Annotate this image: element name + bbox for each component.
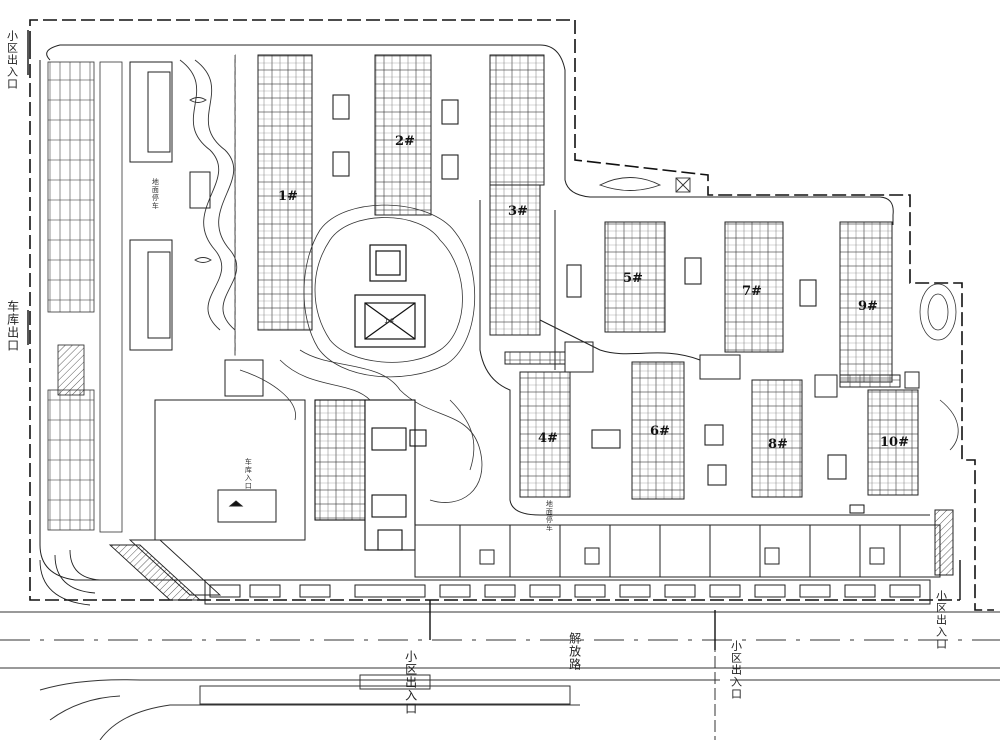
south-commercial-strip — [414, 509, 954, 578]
clubhouse — [314, 399, 427, 551]
west-park-pavilion — [189, 171, 211, 209]
entrance-label-south-east: 小区出入口 — [729, 640, 743, 700]
apartment-blocks-nw — [129, 61, 173, 351]
garage-exit-label: 车库出口 — [5, 300, 20, 352]
parking-groups — [332, 94, 847, 486]
pavilion-label: 1# — [384, 317, 395, 325]
building-label-2: 2# — [395, 134, 415, 149]
building-label-8: 8# — [768, 437, 788, 452]
entrance-label-south-center: 小区出入口 — [403, 650, 418, 715]
building-label-3: 3# — [508, 204, 528, 219]
entrance-markers — [27, 30, 961, 650]
building-label-7: 7# — [742, 284, 762, 299]
central-pavilions — [354, 244, 426, 348]
entrance-label-east: 小区出入口 — [934, 590, 948, 650]
south-street — [0, 611, 1000, 740]
sw-corner — [39, 539, 222, 606]
building-label-10: 10# — [880, 435, 909, 450]
east-garden — [919, 283, 959, 451]
property-boundary — [29, 19, 994, 611]
parking-label-bottom: 地面停车 — [545, 500, 554, 532]
west-park-paths — [179, 59, 238, 331]
parking-west — [47, 61, 123, 533]
townhouse-rows-north — [257, 54, 545, 336]
garage-entry-label: 车库入口 — [244, 458, 253, 490]
site-road — [39, 44, 930, 581]
east-promenade — [504, 319, 920, 398]
townhouse-rows-east — [519, 221, 919, 500]
building-label-6: 6# — [650, 424, 670, 439]
ne-garden — [598, 177, 691, 193]
south-planters — [204, 579, 931, 605]
building-label-9: 9# — [858, 299, 878, 314]
parking-label-left: 地面停车 — [151, 178, 160, 210]
central-garden — [239, 204, 483, 503]
building-label-5: 5# — [623, 271, 643, 286]
road-label-south: 解放路 — [567, 632, 582, 671]
building-label-4: 4# — [538, 431, 558, 446]
plaza — [154, 359, 306, 541]
entrance-label-north-west: 小区出入口 — [5, 30, 19, 90]
building-label-1: 1# — [278, 189, 298, 204]
